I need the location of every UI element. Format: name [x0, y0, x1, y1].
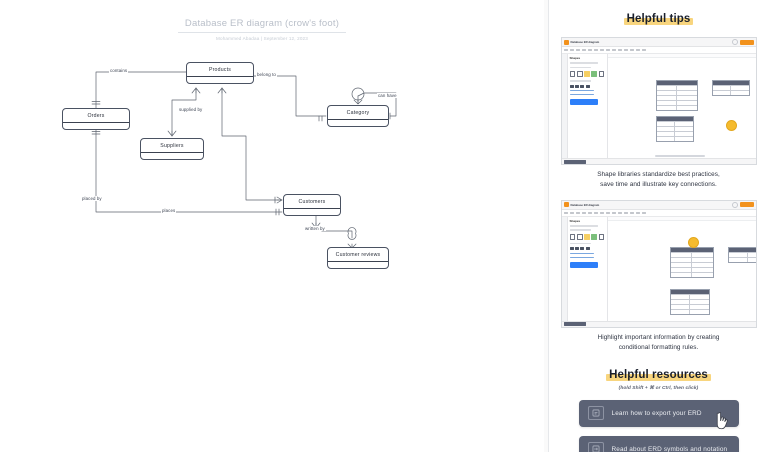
mini-primary-button-2[interactable] — [569, 262, 598, 269]
entity-customers[interactable]: Customers — [283, 194, 341, 216]
tip-caption-1: Shape libraries standardize best practic… — [563, 170, 754, 190]
rel-label-belong-to: belong to — [256, 72, 277, 77]
share-button[interactable] — [739, 39, 754, 45]
entity-orders[interactable]: Orders — [62, 108, 130, 130]
document-subtitle: Mohammed Abadaa | September 12, 2023 — [216, 36, 308, 41]
entity-category-title: Category — [328, 106, 388, 120]
entity-products[interactable]: Products — [186, 62, 254, 84]
helpful-tips-heading-wrap: Helpful tips — [557, 9, 760, 27]
mini-page-tab-1[interactable] — [563, 159, 586, 164]
mouse-cursor-icon — [716, 411, 728, 429]
helpful-tips-heading: Helpful tips — [623, 13, 694, 25]
resource-link-export-erd[interactable]: Learn how to export your ERD — [578, 399, 739, 429]
mini-left-rail-1 — [561, 54, 568, 158]
mini-page-tab-2[interactable] — [563, 322, 586, 327]
tip-caption-1-line2: save time and illustrate key connections… — [600, 180, 717, 188]
canvas-vertical-scrollbar[interactable] — [544, 0, 548, 452]
tip-screenshot-1[interactable]: Database ER diagram Shapes — [560, 37, 757, 165]
heading-highlight — [623, 18, 694, 25]
mini-left-rail-2 — [561, 216, 568, 321]
mini-shapes-panel-1[interactable]: Shapes — [567, 54, 608, 158]
avatar — [731, 39, 738, 45]
entity-suppliers[interactable]: Suppliers — [140, 138, 204, 160]
entity-category[interactable]: Category — [327, 105, 389, 127]
symbols-icon — [587, 442, 604, 452]
mini-canvas-1[interactable] — [607, 54, 756, 158]
entity-customers-title: Customers — [284, 195, 340, 209]
document-header: Database ER diagram (crow's foot) Mohamm… — [178, 18, 346, 41]
mini-shapes-panel-2[interactable]: Shapes — [567, 216, 608, 321]
sticky-note-icon-2 — [687, 236, 699, 248]
entity-suppliers-body — [141, 153, 203, 173]
tip-caption-2-line1: Highlight important information by creat… — [597, 333, 720, 341]
mini-primary-button-1[interactable] — [569, 99, 598, 106]
mini-hscrollbar-1[interactable] — [654, 155, 705, 157]
entity-orders-body — [63, 123, 129, 143]
rel-label-written-by: written by — [304, 226, 326, 231]
app-logo-icon — [563, 39, 569, 45]
entity-suppliers-title: Suppliers — [141, 139, 203, 153]
entity-customer-reviews-body — [328, 262, 388, 282]
mini-canvas-2[interactable] — [607, 216, 756, 321]
entity-customer-reviews-title: Customer reviews — [328, 248, 388, 262]
tip-caption-2: Highlight important information by creat… — [563, 333, 754, 353]
page-title: Database ER diagram (crow's foot) — [178, 18, 346, 33]
tip-caption-2-line2: conditional formatting rules. — [618, 343, 699, 351]
diagram-canvas[interactable]: Database ER diagram (crow's foot) Mohamm… — [0, 0, 548, 452]
rel-label-supplied-by: supplied by — [178, 107, 204, 112]
resource-link-erd-symbols-label: Read about ERD symbols and notation — [611, 445, 728, 452]
mini-app-title-1: Database ER diagram — [570, 40, 600, 44]
resource-link-export-erd-label: Learn how to export your ERD — [611, 409, 702, 417]
entity-category-body — [328, 120, 388, 140]
entity-customer-reviews[interactable]: Customer reviews — [327, 247, 389, 269]
shapes-panel-title-1: Shapes — [569, 56, 581, 60]
heading-highlight-2 — [606, 373, 711, 381]
resource-link-erd-symbols[interactable]: Read about ERD symbols and notation — [578, 435, 739, 452]
mini-statusbar-2 — [561, 320, 756, 327]
tip-screenshot-2[interactable]: Database ER diagram Shapes — [560, 199, 757, 328]
entity-products-body — [187, 77, 253, 97]
rel-label-placed-by: placed by — [81, 196, 103, 201]
document-icon — [587, 406, 604, 421]
helpful-resources-heading: Helpful resources — [606, 369, 711, 381]
mini-toolbar-1[interactable] — [561, 47, 756, 54]
mini-toolbar-2[interactable] — [561, 209, 756, 217]
shapes-panel-title-2: Shapes — [569, 218, 581, 223]
rel-label-contains: contains — [109, 68, 129, 73]
entity-products-title: Products — [187, 63, 253, 77]
rel-label-places: places — [161, 208, 177, 213]
entity-orders-title: Orders — [63, 109, 129, 123]
rel-label-can-have: can have — [377, 93, 398, 98]
mini-app-title-2: Database ER diagram — [570, 202, 600, 207]
resources-hint: (hold Shift + ⌘ or Ctrl, then click) — [618, 385, 699, 391]
mini-statusbar-1 — [561, 158, 756, 164]
tip-caption-1-line1: Shape libraries standardize best practic… — [597, 171, 720, 178]
helpful-resources-heading-wrap: Helpful resources — [557, 365, 760, 383]
sticky-note-icon-1 — [725, 120, 737, 131]
connector-layer — [91, 68, 397, 249]
avatar-2 — [731, 201, 738, 208]
app-logo-icon-2 — [563, 202, 569, 208]
help-panel: Helpful tips Database ER diagram — [548, 0, 768, 452]
share-button-2[interactable] — [739, 202, 754, 208]
